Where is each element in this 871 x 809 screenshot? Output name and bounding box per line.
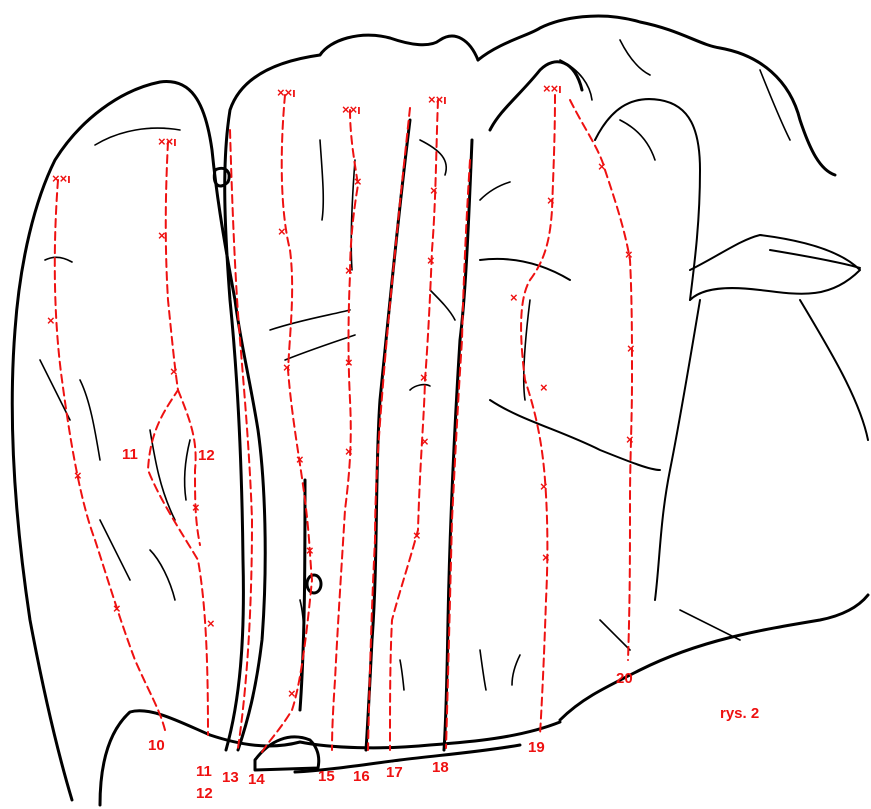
bolt-marker: ×	[540, 479, 548, 494]
route-number-13: 13	[222, 769, 239, 786]
bolt-marker: ×	[207, 616, 215, 631]
bolt-marker: ×	[283, 360, 291, 375]
route-15-line	[332, 110, 358, 750]
bolt-marker: ×	[430, 183, 438, 198]
route-number-19: 19	[528, 739, 545, 756]
route-19-line	[521, 95, 555, 735]
bolt-marker: ×	[625, 247, 633, 262]
bolt-marker: ×	[306, 543, 314, 558]
anchor-route-17: ××ı	[428, 92, 447, 107]
route-number-18: 18	[432, 759, 449, 776]
route-11-line	[148, 142, 208, 735]
anchors: ××ı ××ı ××ı ××ı ××ı ××ı	[52, 81, 562, 186]
route-16-line	[368, 108, 410, 750]
bolt-marker: ×	[296, 452, 304, 467]
route-number-15: 15	[318, 768, 335, 785]
bolts: × × × × × × × × × × × × × × × × × × × × …	[47, 159, 635, 701]
anchor-route-10: ××ı	[52, 171, 71, 186]
route-number-12-bottom: 12	[196, 785, 213, 802]
route-number-16: 16	[353, 768, 370, 785]
route-number-17: 17	[386, 764, 403, 781]
bolt-marker: ×	[420, 370, 428, 385]
rock-cracks	[40, 40, 790, 690]
bolt-marker: ×	[278, 224, 286, 239]
bolt-marker: ×	[510, 290, 518, 305]
route-12-line	[178, 390, 200, 545]
figure-label: rys. 2	[720, 705, 759, 722]
route-20-line	[570, 100, 632, 660]
anchor-route-14: ××ı	[277, 85, 296, 100]
bolt-marker: ×	[598, 159, 606, 174]
anchor-route-11: ××ı	[158, 134, 177, 149]
bolt-marker: ×	[427, 253, 435, 268]
bolt-marker: ×	[288, 686, 296, 701]
route-lines	[55, 95, 632, 752]
bolt-marker: ×	[345, 263, 353, 278]
bolt-marker: ×	[421, 434, 429, 449]
bolt-marker: ×	[170, 364, 178, 379]
bolt-marker: ×	[547, 193, 555, 208]
bolt-marker: ×	[47, 313, 55, 328]
route-number-11-bottom: 11	[196, 763, 212, 780]
anchor-route-15: ××ı	[342, 102, 361, 117]
route-14-line	[262, 95, 312, 752]
bolt-marker: ×	[540, 380, 548, 395]
rock-outline	[12, 16, 868, 805]
bolt-marker: ×	[192, 500, 200, 515]
route-number-20: 20	[616, 670, 633, 687]
route-number-12-top: 12	[198, 447, 215, 464]
bolt-marker: ×	[627, 341, 635, 356]
route-number-14: 14	[248, 771, 265, 788]
bolt-marker: ×	[345, 444, 353, 459]
bolt-marker: ×	[158, 228, 166, 243]
bolt-marker: ×	[74, 468, 82, 483]
bolt-marker: ×	[542, 550, 550, 565]
bolt-marker: ×	[413, 528, 421, 543]
bolt-marker: ×	[354, 174, 362, 189]
route-number-11-top: 11	[122, 446, 138, 463]
anchor-route-19: ××ı	[543, 81, 562, 96]
bolt-marker: ×	[113, 601, 121, 616]
route-number-10: 10	[148, 737, 165, 754]
bolt-marker: ×	[345, 355, 353, 370]
bolt-marker: ×	[626, 432, 634, 447]
